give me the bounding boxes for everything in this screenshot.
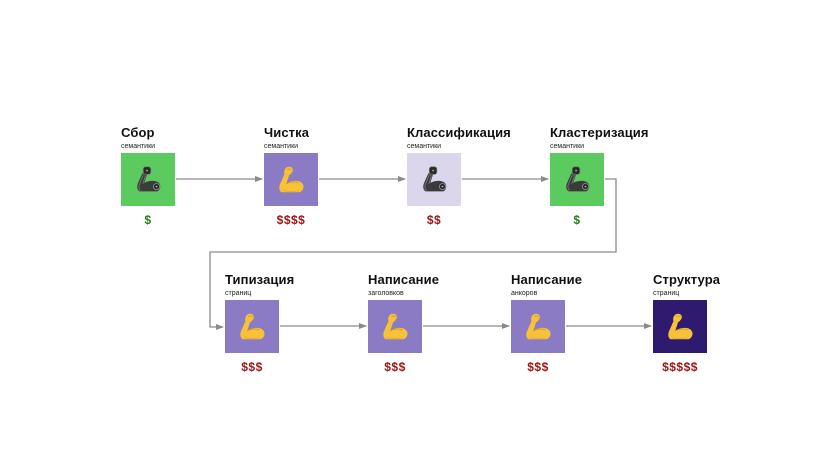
step-subtitle: семантики (121, 143, 156, 150)
cost-label: $ (573, 213, 581, 227)
step-box (550, 153, 604, 206)
step-box (511, 300, 565, 353)
step-subtitle: семантики (550, 143, 585, 150)
step-title: Типизация (225, 272, 295, 287)
step-title: Сбор (121, 125, 155, 140)
step-subtitle: страниц (653, 290, 680, 297)
step-subtitle: страниц (225, 290, 252, 297)
cost-label: $$$ (384, 360, 406, 374)
flexed-biceps-icon (668, 313, 693, 339)
step-box (121, 153, 175, 206)
step-box (368, 300, 422, 353)
step-title: Структура (653, 272, 721, 287)
step-title: Чистка (264, 125, 310, 140)
flexed-biceps-icon (526, 313, 551, 339)
cost-label: $$$$ (276, 213, 306, 227)
cost-label: $$$ (241, 360, 263, 374)
step-box (653, 300, 707, 353)
step-box (225, 300, 279, 353)
arrow-4-5-wrap (209, 178, 617, 330)
step-title: Написание (511, 272, 583, 287)
flexed-biceps-icon (279, 166, 304, 192)
step-title: Кластеризация (550, 125, 649, 140)
step-subtitle: анкоров (511, 290, 538, 297)
step-box (264, 153, 318, 206)
step-subtitle: семантики (264, 143, 299, 150)
step-title: Написание (368, 272, 440, 287)
mechanical-arm-icon (566, 165, 590, 191)
step-subtitle: семантики (407, 143, 442, 150)
mechanical-arm-icon (137, 165, 161, 191)
cost-label: $$ (426, 213, 442, 227)
step-box (407, 153, 461, 206)
mechanical-arm-icon (423, 165, 447, 191)
cost-label: $$$$$ (662, 360, 698, 374)
flexed-biceps-icon (240, 313, 265, 339)
cost-label: $$$ (527, 360, 549, 374)
flexed-biceps-icon (383, 313, 408, 339)
cost-label: $ (144, 213, 152, 227)
step-subtitle: заголовков (368, 290, 404, 297)
step-title: Классификация (407, 125, 511, 140)
